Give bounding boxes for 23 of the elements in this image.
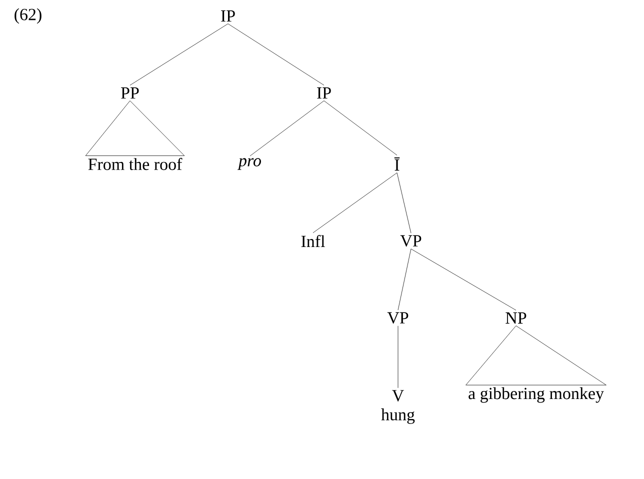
- example-number: (62): [14, 8, 42, 24]
- category-label: PP: [121, 87, 139, 99]
- category-label: IP: [317, 87, 331, 99]
- triangle: [85, 100, 185, 156]
- triangle: [466, 326, 606, 386]
- category-label: IP: [221, 10, 235, 22]
- word-text: V hung: [381, 390, 415, 424]
- branch-line: [396, 172, 412, 234]
- branch-line: [228, 24, 324, 86]
- category-label: Ī: [394, 157, 400, 171]
- phrase-text: a gibbering monkey: [468, 387, 604, 403]
- category-label: VP: [400, 235, 422, 247]
- category-label: VP: [387, 312, 408, 324]
- phrase-text: From the roof: [88, 158, 182, 170]
- word-text: pro: [238, 158, 261, 170]
- category-label: Infl: [301, 235, 325, 247]
- branch-line: [324, 100, 398, 156]
- branch-line: [250, 100, 324, 156]
- branch-line: [410, 248, 516, 310]
- branch-line: [130, 24, 228, 86]
- category-label: NP: [506, 312, 526, 324]
- branch-line: [398, 248, 412, 310]
- branch-line: [312, 172, 398, 233]
